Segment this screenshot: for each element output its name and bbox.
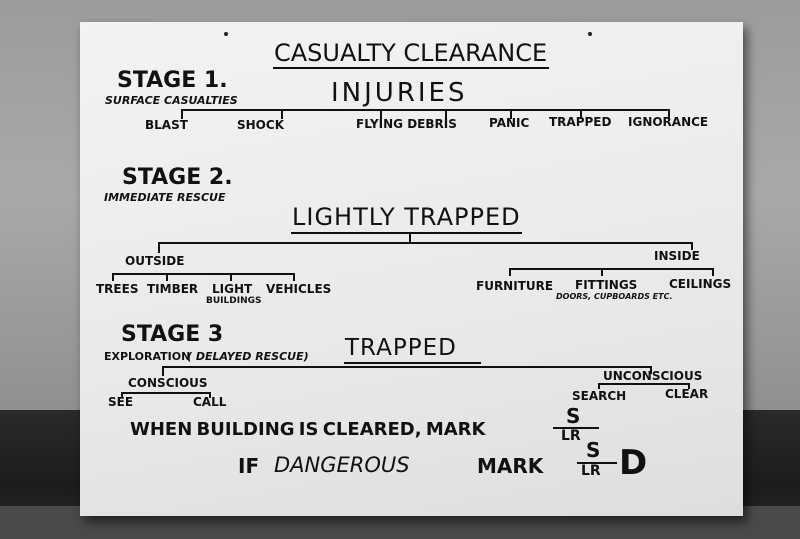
outside-light: LIGHT	[212, 282, 253, 296]
mark-cleared-frac-line	[553, 427, 599, 429]
injury-trapped: TRAPPED	[549, 115, 612, 129]
stage1-heading: INJURIES	[331, 78, 468, 108]
stage1-sublabel: SURFACE CASUALTIES	[105, 94, 238, 107]
outside-vehicles: VEHICLES	[266, 282, 332, 296]
pin-right	[588, 32, 592, 36]
injury-panic: PANIC	[489, 116, 530, 130]
outside-timber: TIMBER	[147, 282, 199, 296]
unconscious-branch-line	[598, 383, 690, 385]
conscious-branch-line	[121, 392, 211, 394]
mark-dangerous-frac-top: S	[586, 438, 601, 462]
stage3-sublabel-a: EXPLORATION	[104, 350, 191, 363]
inside-fittings: FITTINGS	[575, 278, 638, 292]
inside-branch-line	[509, 268, 714, 270]
stage3-label: STAGE 3	[121, 322, 224, 347]
inside-furniture: FURNITURE	[476, 279, 554, 293]
mark-dangerous-word: DANGEROUS	[274, 453, 410, 477]
title-underline	[273, 67, 549, 69]
mark-dangerous-frac-bottom: LR	[581, 463, 601, 479]
injury-flying-debris: FLYING DEBRIS	[356, 117, 457, 131]
inside-fittings-sub: DOORS, CUPBOARDS ETC.	[556, 292, 673, 301]
stage2-heading-underline	[291, 232, 522, 234]
unconscious-label: UNCONSCIOUS	[603, 369, 703, 383]
stage2-branch-line	[158, 242, 693, 244]
pin-left	[224, 32, 228, 36]
stage2-label: STAGE 2.	[122, 165, 233, 190]
mark-dangerous-suffix: D	[619, 443, 648, 483]
stage2-sublabel: IMMEDIATE RESCUE	[104, 191, 226, 204]
stage1-label: STAGE 1.	[117, 68, 228, 93]
injury-ignorance: IGNORANCE	[628, 115, 709, 129]
inside-ceilings: CEILINGS	[669, 277, 732, 291]
conscious-see: SEE	[108, 395, 134, 409]
conscious-label: CONSCIOUS	[128, 376, 208, 390]
outside-label: OUTSIDE	[125, 254, 185, 268]
inside-label: INSIDE	[654, 249, 700, 263]
conscious-call: CALL	[193, 395, 227, 409]
mark-cleared-text: WHEN BUILDING IS CLEARED, MARK	[130, 419, 486, 440]
unconscious-search: SEARCH	[572, 389, 627, 403]
mark-cleared-frac-top: S	[566, 404, 581, 428]
mark-dangerous-mark: MARK	[477, 454, 544, 478]
stage2-heading: LIGHTLY TRAPPED	[292, 203, 521, 231]
casualty-clearance-board: CASUALTY CLEARANCE STAGE 1. SURFACE CASU…	[80, 22, 743, 516]
stage3-sublabel-b: ( DELAYED RESCUE)	[187, 350, 309, 363]
stage3-branch-line	[162, 366, 652, 368]
board-title: CASUALTY CLEARANCE	[274, 39, 548, 67]
injury-blast: BLAST	[145, 118, 188, 132]
mark-dangerous-frac-line	[577, 462, 617, 464]
outside-light-buildings: BUILDINGS	[206, 296, 262, 306]
stage3-heading-underline	[344, 362, 481, 364]
mark-dangerous-if: IF	[238, 454, 260, 478]
injury-shock: SHOCK	[237, 118, 284, 132]
stage1-branch-line	[181, 109, 670, 111]
unconscious-clear: CLEAR	[665, 387, 709, 401]
mark-cleared-frac-bottom: LR	[561, 428, 581, 444]
stage3-heading: TRAPPED	[345, 335, 457, 361]
outside-trees: TREES	[96, 282, 139, 296]
outside-branch-line	[112, 273, 295, 275]
